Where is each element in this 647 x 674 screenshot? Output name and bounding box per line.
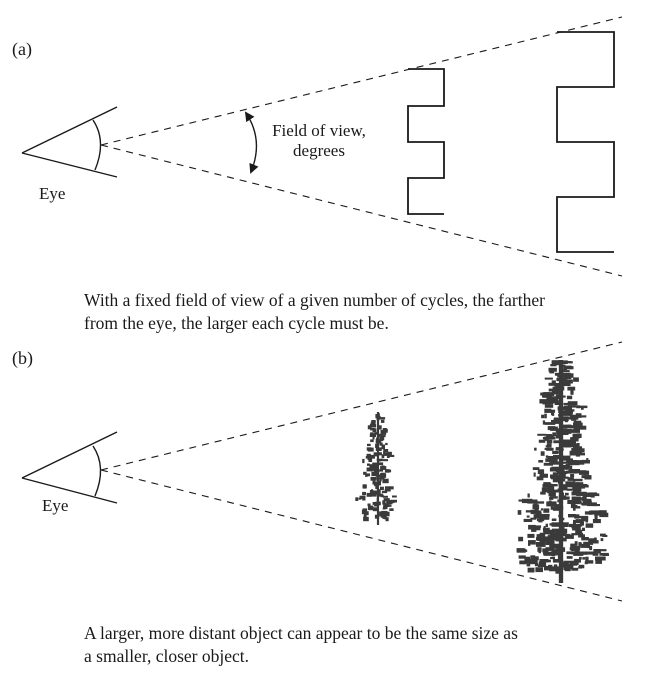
eye-icon [21,431,118,504]
square-wave-icon [556,31,615,253]
square-wave-icon [407,68,445,215]
panel-label-b: (b) [12,348,33,368]
eye-icon [21,106,118,178]
caption-a: With a fixed field of view of a given nu… [84,289,604,335]
caption-a-line1: With a fixed field of view of a given nu… [84,290,545,310]
fov-label: Field of view, degrees [258,121,380,162]
fov-label-line2: degrees [293,141,345,161]
fov-dashed-lines [100,16,623,277]
caption-b-line2: a smaller, closer object. [84,645,249,666]
caption-b-line1: A larger, more distant object can appear… [84,623,518,643]
tree-icon [355,412,397,525]
tree-icon [516,360,609,583]
fov-label-line1: Field of view, [272,121,366,140]
double-arrow-icon [244,111,259,174]
panel-b [21,341,623,602]
caption-b: A larger, more distant object can appear… [84,622,604,668]
eye-label-a: Eye [39,184,66,203]
fov-dashed-lines [100,341,623,602]
eye-label-b: Eye [42,496,69,515]
panel-label-a: (a) [12,39,32,59]
panel-a [21,16,623,277]
caption-a-line2: from the eye, the larger each cycle must… [84,312,389,333]
